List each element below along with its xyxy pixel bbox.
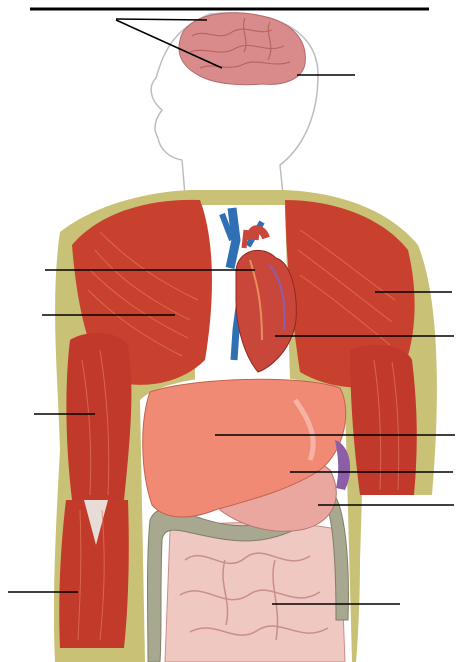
brain <box>179 13 305 85</box>
left-upper-arm-muscle <box>66 333 131 500</box>
leader-line <box>116 19 207 20</box>
